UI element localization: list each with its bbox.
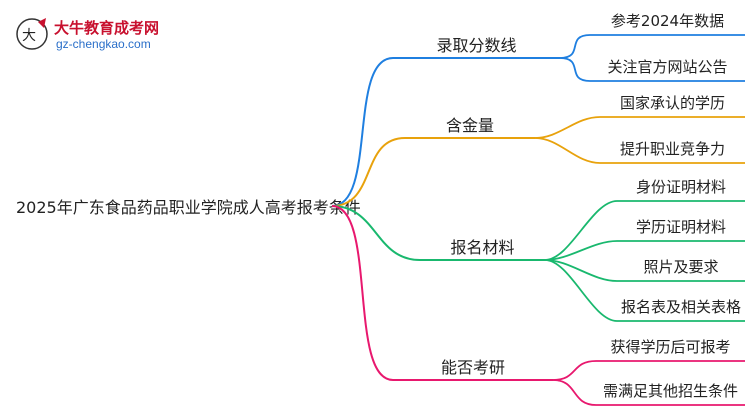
leaf-connector — [559, 34, 591, 59]
leaf-label: 报名表及相关表格 — [621, 298, 741, 316]
leaf-label: 提升职业竞争力 — [620, 140, 725, 158]
leaf-label: 需满足其他招生条件 — [603, 382, 738, 400]
leaf-connector — [544, 259, 618, 322]
leaf-label: 国家承认的学历 — [620, 94, 725, 112]
leaf-label: 身份证明材料 — [636, 178, 726, 196]
leaf-connector — [559, 57, 591, 82]
branch-label-materials: 报名材料 — [450, 238, 514, 257]
branch-connector-value — [331, 137, 406, 207]
branch-label-eligibility: 能否考研 — [441, 358, 505, 377]
branch-connector-eligibility — [331, 205, 394, 381]
root-node-label: 2025年广东食品药品职业学院成人高考报考条件 — [16, 198, 361, 217]
logo-url: gz-chengkao.com — [56, 37, 151, 51]
logo-ribbon — [38, 18, 46, 28]
leaf-label: 获得学历后可报考 — [610, 338, 730, 356]
branch-connector-materials — [331, 205, 421, 261]
leaf-connector — [552, 379, 597, 406]
leaf-label: 照片及要求 — [643, 258, 718, 276]
leaf-connector — [544, 240, 618, 261]
leaf-connector — [534, 137, 601, 164]
leaf-label: 参考2024年数据 — [611, 12, 724, 30]
mindmap-nodes: 录取分数线参考2024年数据关注官方网站公告含金量国家承认的学历提升职业竞争力报… — [436, 12, 741, 400]
leaf-connector — [552, 360, 597, 381]
mindmap-edges — [331, 34, 745, 406]
leaf-connector — [534, 116, 601, 139]
logo-glyph: 大 — [22, 28, 36, 44]
branch-label-score: 录取分数线 — [436, 36, 516, 55]
logo-title: 大牛教育成考网 — [54, 19, 159, 37]
leaf-label: 关注官方网站公告 — [607, 58, 727, 76]
leaf-label: 学历证明材料 — [636, 218, 726, 236]
branch-label-value: 含金量 — [446, 116, 494, 135]
leaf-connector — [544, 200, 618, 261]
site-logo: 大 大牛教育成考网 gz-chengkao.com — [16, 18, 159, 51]
logo-circle — [16, 18, 48, 50]
branch-connector-score — [331, 57, 394, 207]
